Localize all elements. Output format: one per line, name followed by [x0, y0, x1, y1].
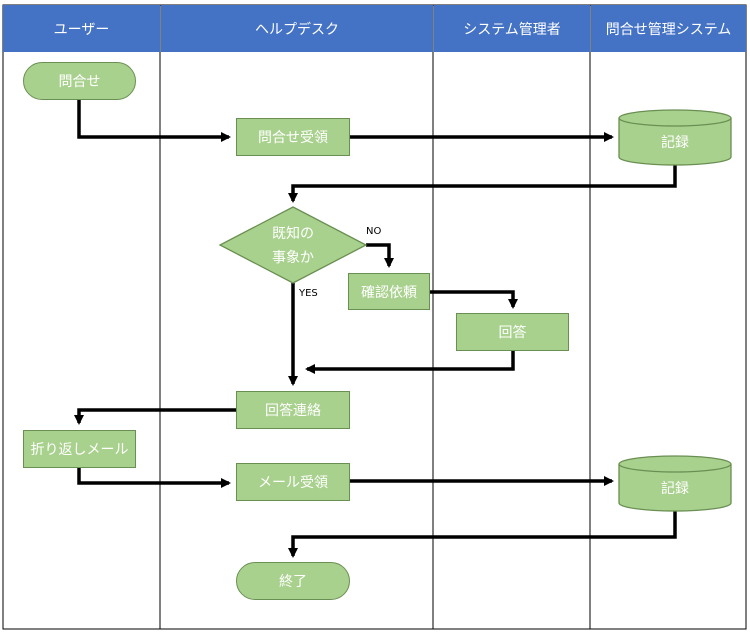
arrow-record2-to-end [288, 511, 677, 558]
yes-edge-label: YES [299, 288, 318, 299]
lane-header-user: ユーザー [3, 5, 160, 52]
end-node[interactable]: 終了 [236, 562, 350, 600]
flow-arrows [74, 100, 677, 558]
answer-contact-node[interactable]: 回答連絡 [236, 391, 350, 429]
record1-cylinder[interactable] [618, 109, 732, 166]
arrow-decision-no [366, 243, 394, 268]
arrow-contact-to-mail [74, 408, 237, 425]
arrow-inquiry-to-receive [77, 100, 231, 142]
inquiry-receive-node[interactable]: 問合せ受領 [236, 118, 350, 156]
answer-node[interactable]: 回答 [456, 313, 569, 351]
decision-diamond[interactable] [218, 206, 368, 284]
arrow-record-to-decision [288, 165, 677, 203]
no-edge-label: NO [366, 226, 382, 237]
arrow-confirm-to-answer [430, 290, 518, 309]
callback-mail-node[interactable]: 折り返しメール [23, 430, 136, 468]
arrow-mail-to-receive [77, 468, 231, 488]
lane-header-helpdesk: ヘルプデスク [161, 5, 433, 52]
mail-receive-node[interactable]: メール受領 [236, 463, 350, 501]
confirm-request-node[interactable]: 確認依頼 [348, 273, 430, 310]
record1-label: 記録 [661, 135, 689, 151]
decision-label-line2: 事象か [272, 250, 314, 266]
lane-header-inquiry-system: 問合せ管理システム [591, 5, 746, 52]
decision-label-line1: 既知の [272, 226, 314, 242]
arrow-answer-to-contact [305, 351, 515, 374]
record2-label: 記録 [661, 481, 689, 497]
lane-header-sysadmin: システム管理者 [434, 5, 590, 52]
record2-cylinder[interactable] [618, 455, 732, 512]
start-inquiry-node[interactable]: 問合せ [23, 62, 136, 100]
